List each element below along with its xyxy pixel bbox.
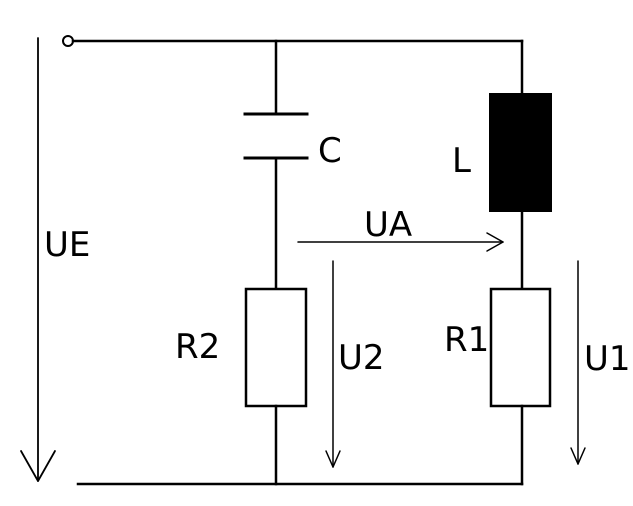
ua-arrow <box>297 232 504 252</box>
ue-label: UE <box>44 225 90 265</box>
resistor-r1 <box>489 287 552 408</box>
ue-arrow <box>20 37 56 482</box>
u2-arrow <box>325 260 341 468</box>
ua-label: UA <box>364 205 412 245</box>
u1-label: U1 <box>584 339 631 379</box>
r2-label: R2 <box>175 327 220 367</box>
r1-label: R1 <box>444 320 489 360</box>
inductor-l <box>489 93 552 212</box>
u2-label: U2 <box>338 338 385 378</box>
capacitor-label: C <box>318 131 342 171</box>
inductor-label: L <box>452 141 471 181</box>
u1-arrow <box>570 260 586 465</box>
resistor-r2 <box>244 287 308 408</box>
input-terminal <box>62 35 74 47</box>
